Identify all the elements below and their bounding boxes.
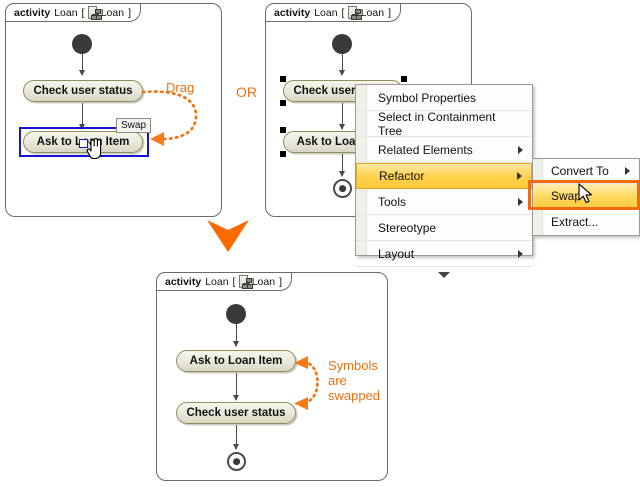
control-flow-arrowhead [78,70,85,76]
frame-inner-name: Loan [100,6,125,19]
menu-item-refactor[interactable]: Refactor [356,163,532,189]
control-flow-arrowhead [232,341,239,347]
control-flow-arrowhead [338,171,345,177]
chevron-right-icon [518,145,523,154]
menu-item-label: Tools [378,194,407,209]
frame-inner-name: Loan [251,275,276,288]
control-flow-arrowhead [338,124,345,130]
activity-final-node[interactable] [333,179,352,198]
menu-scroll-down-button[interactable] [356,267,532,282]
grab-hand-cursor [86,138,102,160]
submenu-item-label: Swap [551,189,582,203]
menu-item-label: Related Elements [378,142,473,157]
swapped-annotation-arrow [294,356,319,410]
frame-header-menu: activity Loan [ Loan ] [265,3,401,22]
activity-node[interactable]: Ask to Loan Item [176,350,296,372]
menu-item-stereotype[interactable]: Stereotype [356,215,532,241]
frame-name: Loan [54,6,78,19]
menu-item-label: Select in Containment Tree [378,109,496,138]
frame-inner-name: Loan [360,6,385,19]
control-flow [342,103,343,129]
control-flow [342,154,343,176]
menu-item-label: Layout [378,246,415,261]
frame-keyword: activity [165,275,202,288]
selection-rectangle [19,127,149,157]
control-flow [236,425,237,449]
frame-header-after: activity Loan [ Loan ] [156,272,292,291]
menu-item-select-in-containment-tree[interactable]: Select in Containment Tree [356,109,532,138]
submenu-item-extract[interactable]: Extract... [533,209,639,234]
activity-final-node[interactable] [227,452,246,471]
swap-tooltip: Swap [116,118,152,133]
submenu-item-label: Convert To [551,164,609,178]
swapped-result-text: Symbols are swapped [328,358,381,403]
initial-node[interactable] [226,304,246,324]
control-flow [342,54,343,74]
frame-name: Loan [205,275,229,288]
diagram-frame-after: activity Loan [ Loan ] Ask to Loan Item … [156,272,388,481]
resize-handle[interactable] [280,76,286,82]
swapped-result-label: Symbols are swapped [328,358,380,403]
menu-item-layout[interactable]: Layout [356,241,532,267]
chevron-right-icon [518,197,523,206]
activity-node-label: Check user status [33,85,133,97]
step-down-arrow [207,220,249,252]
activity-diagram-icon [348,6,363,20]
frame-bracket-close: ] [128,6,131,19]
drag-label: Drag [166,80,195,95]
initial-node[interactable] [72,34,92,54]
control-flow-arrowhead [232,395,239,401]
swap-callout-highlight [528,180,640,210]
chevron-right-icon [518,249,523,258]
menu-item-tools[interactable]: Tools [356,189,532,215]
submenu-item-convert-to[interactable]: Convert To [533,159,639,184]
frame-name: Loan [314,6,338,19]
resize-handle[interactable] [280,151,286,157]
frame-bracket-open: [ [341,6,345,19]
frame-bracket-close: ] [388,6,391,19]
control-flow-arrowhead [232,444,239,450]
diagram-frame-before: activity Loan [ Loan ] Check user status… [5,3,222,217]
control-flow [236,373,237,400]
chevron-right-icon [517,172,522,180]
frame-bracket-close: ] [279,275,282,288]
resize-handle[interactable] [401,76,407,82]
arrow-cursor [578,183,593,204]
menu-item-symbol-properties[interactable]: Symbol Properties [356,85,532,111]
control-flow [82,54,83,74]
menu-item-label: Symbol Properties [378,90,477,105]
activity-diagram-icon [239,275,254,289]
menu-item-related-elements[interactable]: Related Elements [356,137,532,163]
control-flow [82,103,83,129]
control-flow-arrowhead [338,70,345,76]
frame-header-before: activity Loan [ Loan ] [5,3,141,22]
frame-keyword: activity [274,6,311,19]
activity-diagram-icon [88,6,103,20]
drag-annotation-arrow [141,90,198,146]
activity-node-label: Check user status [186,407,286,419]
frame-bracket-open: [ [81,6,85,19]
resize-handle[interactable] [79,139,88,148]
chevron-right-icon [625,167,630,175]
or-label: OR [236,84,257,100]
submenu-item-label: Extract... [551,214,599,229]
frame-bracket-open: [ [232,275,236,288]
context-menu[interactable]: Symbol Properties Select in Containment … [355,84,533,278]
menu-item-label: Stereotype [378,220,437,235]
scroll-down-chevron-icon [438,271,450,278]
resize-handle[interactable] [280,100,286,106]
activity-node-label: Ask to Loan Item [189,355,283,367]
control-flow [236,324,237,346]
activity-node[interactable]: Check user status [176,402,296,424]
frame-keyword: activity [14,6,51,19]
activity-node[interactable]: Check user status [23,80,143,102]
initial-node[interactable] [332,34,352,54]
resize-handle[interactable] [280,127,286,133]
menu-item-label: Refactor [379,169,425,183]
